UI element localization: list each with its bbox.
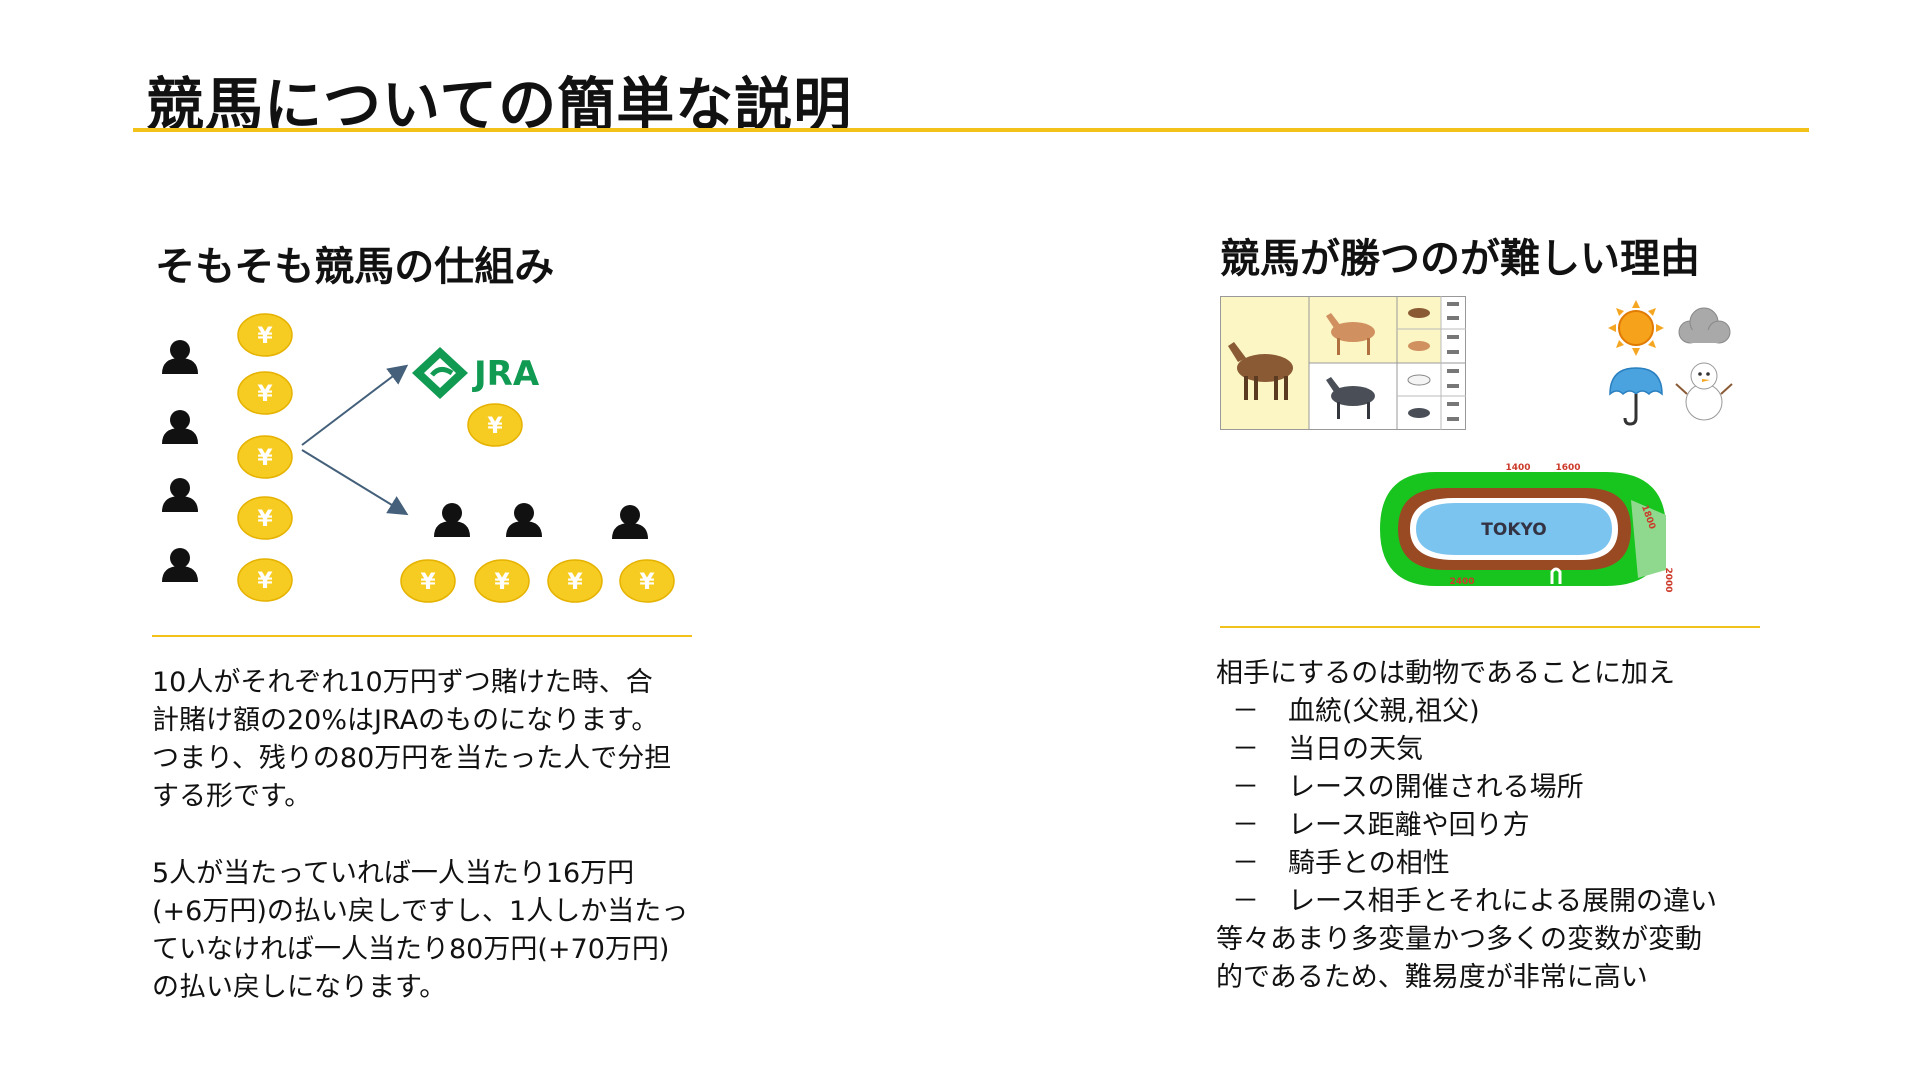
person-icon xyxy=(506,503,542,537)
sun-icon xyxy=(1608,300,1664,356)
horse-icon xyxy=(1228,342,1293,400)
list-item: － 騎手との相性 xyxy=(1216,845,1717,883)
snowman-icon xyxy=(1675,362,1733,421)
umbrella-icon xyxy=(1609,367,1663,426)
arrow-icon xyxy=(301,364,409,446)
list-item: － 血統(父親,祖父) xyxy=(1216,693,1717,731)
yen-coin-icon xyxy=(237,496,293,540)
distance-1600: 1600 xyxy=(1555,463,1580,473)
difficulty-conclusion: 等々あまり多変量かつ多くの変数が変動 的であるため、難易度が非常に高い xyxy=(1216,924,1702,993)
jra-logo-text: JRA xyxy=(472,354,540,394)
distance-2400: 2400 xyxy=(1449,577,1474,587)
person-icon xyxy=(162,410,198,444)
list-item: － レースの開催される場所 xyxy=(1216,769,1717,807)
yen-coin-icon xyxy=(237,371,293,415)
title-underline xyxy=(133,128,1809,132)
right-section-heading: 競馬が勝つのが難しい理由 xyxy=(1220,236,1700,282)
list-bullet: － xyxy=(1232,734,1259,765)
distance-1400: 1400 xyxy=(1505,463,1530,473)
betting-diagram: ¥ JRA xyxy=(162,313,675,603)
race-track-icon: TOKYO 1400 1600 1800 2000 2400 xyxy=(1380,463,1673,593)
cloud-icon xyxy=(1678,307,1731,344)
yen-coin-icon xyxy=(467,403,523,447)
list-bullet: － xyxy=(1232,848,1259,879)
yen-coin-icon xyxy=(474,559,530,603)
yen-coin-icon xyxy=(237,435,293,479)
mechanism-paragraph-2: 5人が当たっていれば一人当たり16万円 (+6万円)の払い戻しですし、1人しか当… xyxy=(152,858,689,1003)
factor-label: レース相手とそれによる展開の違い xyxy=(1288,886,1718,917)
list-item: － レース相手とそれによる展開の違い xyxy=(1216,883,1717,921)
left-divider xyxy=(152,635,692,637)
yen-coin-icon xyxy=(237,558,293,602)
factor-label: 血統(父親,祖父) xyxy=(1288,696,1480,727)
weather-icons xyxy=(1608,300,1733,426)
jra-logo-icon: JRA xyxy=(412,347,540,399)
mechanism-paragraph-1: 10人がそれぞれ10万円ずつ賭けた時、合 計賭け額の20%はJRAのものになりま… xyxy=(152,667,672,812)
horse-icon xyxy=(1407,374,1431,386)
factor-label: 騎手との相性 xyxy=(1288,848,1450,879)
yen-coin-icon xyxy=(237,313,293,357)
list-bullet: － xyxy=(1232,886,1259,917)
person-icon xyxy=(612,505,648,539)
list-bullet: － xyxy=(1232,696,1259,727)
person-icon xyxy=(162,340,198,374)
difficulty-intro: 相手にするのは動物であることに加え xyxy=(1216,658,1675,689)
left-section-heading: そもそも競馬の仕組み xyxy=(155,244,555,290)
person-icon xyxy=(162,478,198,512)
track-name: TOKYO xyxy=(1481,520,1546,540)
list-item: － レース距離や回り方 xyxy=(1216,807,1717,845)
list-bullet: － xyxy=(1232,772,1259,803)
list-item: － 当日の天気 xyxy=(1216,731,1717,769)
factor-label: 当日の天気 xyxy=(1288,734,1423,765)
horse-icon xyxy=(1408,341,1430,351)
page-title: 競馬についての簡単な説明 xyxy=(146,71,853,139)
pedigree-chart xyxy=(1220,296,1466,430)
factor-label: レースの開催される場所 xyxy=(1288,772,1584,803)
difficulty-factor-list: － 血統(父親,祖父) － 当日の天気 － レースの開催される場所 － レース距離や回り… xyxy=(1216,693,1717,921)
yen-coin-icon xyxy=(547,559,603,603)
list-bullet: － xyxy=(1232,810,1259,841)
person-icon xyxy=(434,503,470,537)
right-divider xyxy=(1220,626,1760,628)
yen-coin-icon xyxy=(619,559,675,603)
horse-icon xyxy=(1408,308,1430,318)
arrow-icon xyxy=(301,449,409,516)
distance-2000: 2000 xyxy=(1663,567,1673,592)
horse-icon xyxy=(1408,408,1430,418)
yen-coin-icon xyxy=(400,559,456,603)
horse-icon xyxy=(1326,313,1375,355)
person-icon xyxy=(162,548,198,582)
factor-label: レース距離や回り方 xyxy=(1288,810,1530,841)
horse-icon xyxy=(1326,377,1375,419)
